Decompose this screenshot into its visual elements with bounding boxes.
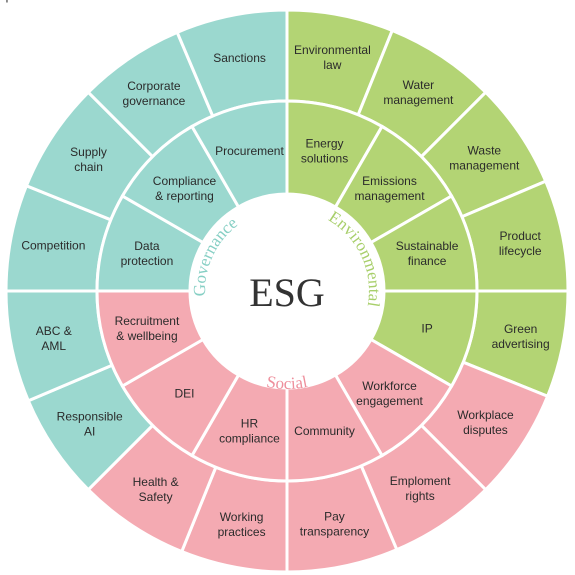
inner-label-procurement: Procurement [215, 144, 284, 158]
outer-label-sanctions: Sanctions [213, 51, 266, 65]
center-disc [190, 194, 384, 388]
outer-label-health-safety: Health &Safety [133, 475, 179, 504]
inner-label-esg-disputes: ESGdisputes [0, 0, 35, 3]
pillar-label-social: Social [265, 372, 309, 393]
inner-label-recruitment-wellbeing: Recruitment& wellbeing [115, 314, 180, 343]
inner-label-dei: DEI [174, 387, 194, 401]
inner-label-compliance-reporting: Compliance& reporting [153, 174, 217, 203]
center-title: ESG [249, 270, 325, 315]
inner-label-community: Community [294, 424, 355, 438]
inner-label-ip: IP [421, 322, 432, 336]
outer-label-competition: Competition [21, 239, 85, 253]
outer-label-abc-aml: ABC &AML [36, 324, 72, 353]
